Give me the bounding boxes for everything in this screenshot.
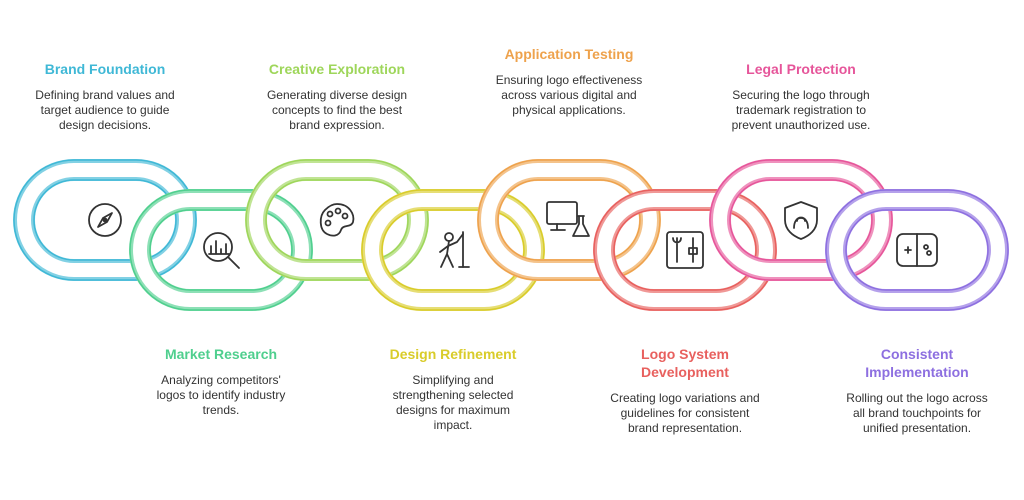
step-6: Logo System Development Creating logo va… bbox=[590, 345, 780, 436]
step-description: Ensuring logo effectiveness across vario… bbox=[495, 73, 643, 117]
step-title: Consistent Implementation bbox=[865, 346, 969, 380]
step-title: Brand Foundation bbox=[44, 61, 166, 77]
compass-icon bbox=[88, 203, 122, 237]
step-8: Consistent Implementation Rolling out th… bbox=[822, 345, 1012, 436]
step-title: Design Refinement bbox=[389, 346, 517, 362]
chain-link-7 bbox=[709, 159, 893, 281]
step-description: Creating logo variations and guidelines … bbox=[610, 391, 760, 435]
gamepad-icon bbox=[896, 233, 938, 267]
step-title: Logo System Development bbox=[641, 346, 729, 380]
step-1: Brand Foundation Defining brand values a… bbox=[10, 60, 200, 133]
shield-icon bbox=[784, 201, 818, 240]
step-2: Market Research Analyzing competitors' l… bbox=[126, 345, 316, 418]
step-title: Legal Protection bbox=[746, 61, 856, 77]
chain-link-8 bbox=[825, 189, 1009, 311]
chain-link-6 bbox=[593, 189, 777, 311]
chain-link-3 bbox=[245, 159, 429, 281]
step-description: Analyzing competitors' logos to identify… bbox=[156, 373, 286, 417]
chain-link-2 bbox=[129, 189, 313, 311]
step-description: Securing the logo through trademark regi… bbox=[731, 88, 871, 132]
magnifier-chart-icon bbox=[203, 232, 240, 269]
sculptor-icon bbox=[439, 231, 470, 268]
step-title: Application Testing bbox=[504, 46, 634, 62]
palette-icon bbox=[319, 203, 355, 237]
tools-icon bbox=[666, 231, 704, 269]
monitor-flask-icon bbox=[546, 201, 590, 237]
step-description: Generating diverse design concepts to fi… bbox=[266, 88, 408, 132]
chain-link-1 bbox=[13, 159, 197, 281]
chain-link-5 bbox=[477, 159, 661, 281]
chain-link-4 bbox=[361, 189, 545, 311]
step-title: Market Research bbox=[164, 346, 278, 362]
step-7: Legal Protection Securing the logo throu… bbox=[706, 60, 896, 133]
step-5: Application Testing Ensuring logo effect… bbox=[474, 45, 664, 118]
step-description: Rolling out the logo across all brand to… bbox=[846, 391, 988, 435]
step-title: Creative Exploration bbox=[268, 61, 406, 77]
step-4: Design Refinement Simplifying and streng… bbox=[358, 345, 548, 433]
step-description: Simplifying and strengthening selected d… bbox=[392, 373, 514, 432]
step-description: Defining brand values and target audienc… bbox=[35, 88, 175, 132]
step-3: Creative Exploration Generating diverse … bbox=[242, 60, 432, 133]
